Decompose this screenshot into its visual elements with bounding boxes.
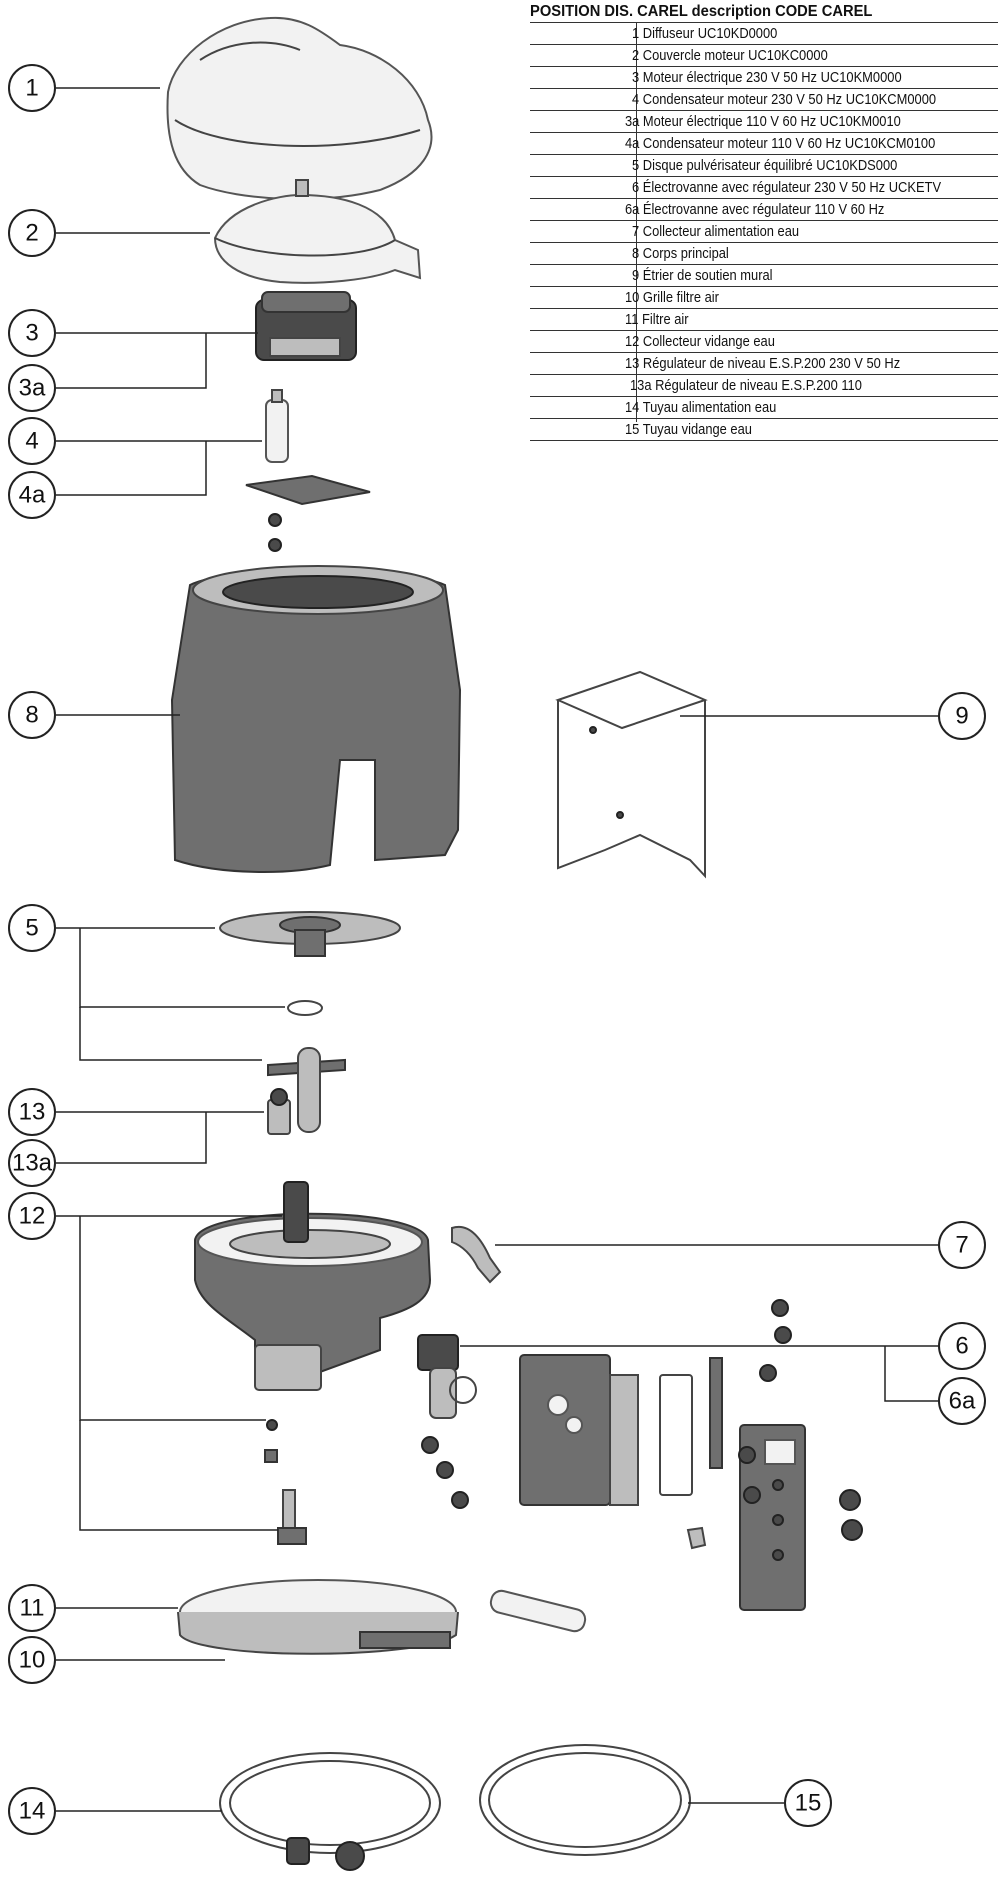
table-row: 10 Grille filtre air [530,287,998,309]
svg-text:9: 9 [955,703,968,730]
table-row-text: 7 Collecteur alimentation eau [632,223,800,240]
table-row-text: 11 Filtre air [625,311,689,328]
svg-text:12: 12 [19,1203,46,1230]
part-capacitor [245,389,371,552]
callout-12: 12 [8,1192,56,1240]
table-row: 6 Électrovanne avec régulateur 230 V 50 … [530,177,998,199]
table-row-text: 5 Disque pulvérisateur équilibré UC10KDS… [632,157,898,174]
part-hose-connector [489,1589,587,1633]
part-solenoid-valve [417,1334,477,1509]
part-supply-hose [219,1752,441,1871]
table-row-text: 3 Moteur électrique 230 V 50 Hz UC10KM00… [632,69,902,86]
callout-13: 13 [8,1088,56,1136]
callout-15: 15 [784,1779,832,1827]
part-air-filter [177,1579,459,1655]
table-row-text: 15 Tuyau vidange eau [625,421,752,438]
table-row-text: 1 Diffuseur UC10KD0000 [632,25,778,42]
leader-lines [56,87,940,1812]
table-row: 9 Étrier de soutien mural [530,265,998,287]
table-row-text: 6 Électrovanne avec régulateur 230 V 50 … [632,179,942,196]
table-row-text: 4 Condensateur moteur 230 V 50 Hz UC10KC… [632,91,937,108]
table-row: 1 Diffuseur UC10KD0000 [530,23,998,45]
table-row: 5 Disque pulvérisateur équilibré UC10KDS… [530,155,998,177]
table-row-text: 8 Corps principal [632,245,729,262]
table-row-text: 13 Régulateur de niveau E.S.P.200 230 V … [625,355,901,372]
table-row-text: 3a Moteur électrique 110 V 60 Hz UC10KM0… [625,113,901,130]
table-row: 15 Tuyau vidange eau [530,419,998,441]
svg-text:8: 8 [25,702,38,729]
callout-5: 5 [8,904,56,952]
callout-3: 3 [8,309,56,357]
table-row: 7 Collecteur alimentation eau [530,221,998,243]
table-row: 14 Tuyau alimentation eau [530,397,998,419]
callout-2: 2 [8,209,56,257]
svg-text:4a: 4a [19,482,46,509]
table-row: 2 Couvercle moteur UC10KC0000 [530,45,998,67]
part-drain-collector [194,1181,432,1391]
callout-1: 1 [8,64,56,112]
part-water-supply-collector [451,1225,502,1284]
table-row: 13 Régulateur de niveau E.S.P.200 230 V … [530,353,998,375]
table-row: 3 Moteur électrique 230 V 50 Hz UC10KM00… [530,67,998,89]
svg-text:2: 2 [25,220,38,247]
svg-text:3a: 3a [19,375,46,402]
svg-text:3: 3 [25,320,38,347]
table-row-text: 12 Collecteur vidange eau [625,333,775,350]
svg-text:14: 14 [19,1798,46,1825]
callout-9: 9 [938,692,986,740]
callout-14: 14 [8,1787,56,1835]
table-column-divider [636,23,637,422]
part-drain-fittings [264,1419,307,1545]
callout-11: 11 [8,1584,56,1632]
part-drain-hose [479,1744,691,1856]
svg-text:13a: 13a [12,1150,53,1177]
callout-4: 4 [8,417,56,465]
callout-7: 7 [938,1221,986,1269]
part-spray-disc [219,911,401,1133]
svg-text:7: 7 [955,1232,968,1259]
callout-4a: 4a [8,471,56,519]
part-main-body [170,565,462,873]
table-header: POSITION DIS. CAREL description CODE CAR… [530,3,873,20]
table-row: 4 Condensateur moteur 230 V 50 Hz UC10KC… [530,89,998,111]
svg-text:13: 13 [19,1099,46,1126]
svg-text:15: 15 [795,1790,822,1817]
table-row: 11 Filtre air [530,309,998,331]
table-row: 12 Collecteur vidange eau [530,331,998,353]
svg-text:10: 10 [19,1647,46,1674]
callout-13a: 13a [8,1139,56,1187]
table-row-text: 9 Étrier de soutien mural [632,267,773,284]
part-diffuser [166,16,433,201]
svg-text:6a: 6a [949,1388,976,1415]
part-motor [255,291,357,361]
table-row-text: 2 Couvercle moteur UC10KC0000 [632,47,828,64]
part-level-regulator [267,1088,291,1135]
callout-10: 10 [8,1636,56,1684]
table-row: 13a Régulateur de niveau E.S.P.200 110 [530,375,998,397]
table-rows: 1 Diffuseur UC10KD0000 2 Couvercle moteur… [530,22,998,441]
table-row: 6a Électrovanne avec régulateur 110 V 60… [530,199,998,221]
svg-text:11: 11 [20,1595,45,1622]
table-row: 3a Moteur électrique 110 V 60 Hz UC10KM0… [530,111,998,133]
table-row-text: 10 Grille filtre air [625,289,719,306]
table-row-text: 4a Condensateur moteur 110 V 60 Hz UC10K… [625,135,936,152]
table-row-text: 14 Tuyau alimentation eau [625,399,777,416]
svg-text:6: 6 [955,1333,968,1360]
svg-text:5: 5 [25,915,38,942]
table-row-text: 6a Électrovanne avec régulateur 110 V 60… [625,201,885,218]
parts-table: POSITION DIS. CAREL description CODE CAR… [530,2,998,441]
table-row-text: 13a Régulateur de niveau E.S.P.200 110 [630,377,862,394]
svg-text:1: 1 [25,75,38,102]
callout-8: 8 [8,691,56,739]
table-row: 4a Condensateur moteur 110 V 60 Hz UC10K… [530,133,998,155]
callout-6: 6 [938,1322,986,1370]
callout-3a: 3a [8,364,56,412]
svg-text:4: 4 [25,428,38,455]
part-electric-box [519,1299,863,1611]
callout-6a: 6a [938,1377,986,1425]
part-motor-cover [213,179,422,284]
part-wall-bracket [555,670,708,879]
table-row: 8 Corps principal [530,243,998,265]
